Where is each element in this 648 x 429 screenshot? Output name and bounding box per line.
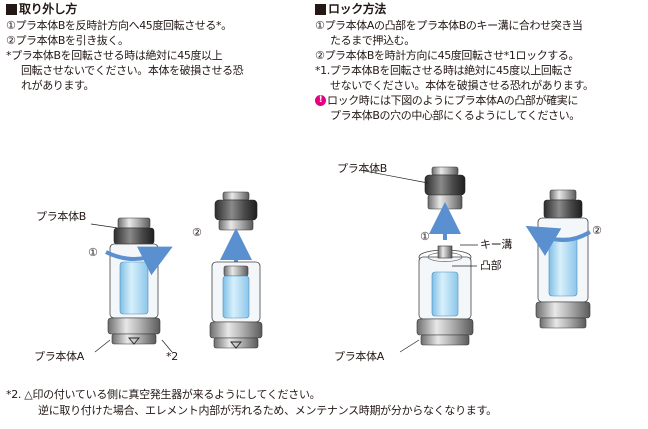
- leader-line: [161, 339, 173, 353]
- lock-heading-text: ロック方法: [328, 2, 387, 16]
- lock-note-line-1: *1.プラ本体Bを回転させる時は絶対に45度以上回転さ: [315, 64, 573, 77]
- lock-step-1-line-2: たるまで押込む。: [330, 34, 415, 47]
- removal-heading: 取り外し方: [6, 2, 306, 17]
- removal-step-2: ②プラ本体Bを引き抜く。: [6, 34, 129, 47]
- removal-section: 取り外し方 ①プラ本体Bを反時計方向へ45度回転させる*。 ②プラ本体Bを引き抜…: [6, 2, 306, 93]
- removal-heading-text: 取り外し方: [19, 2, 78, 16]
- leader-line: [399, 339, 420, 353]
- lock-caution-line-1: ロック時には下図のようにプラ本体Aの凸部が確実に: [327, 94, 578, 107]
- marker-1-right: ①: [420, 230, 430, 243]
- lock-step-1-line-1: ①プラ本体Aの凸部をプラ本体Bのキー溝に合わせ突き当: [315, 19, 583, 32]
- filter-key-groove: [364, 166, 478, 346]
- footnote-line-2: 逆に取り付けた場合、エレメント内部が汚れるため、メンテナンス時期が分からなくなり…: [38, 404, 497, 417]
- lock-heading: ロック方法: [315, 2, 645, 17]
- lock-caution-line-2: プラ本体Bの穴の中心部にくるようにしてください。: [330, 109, 580, 122]
- footnote: *2. △印の付いている側に真空発生器が来るようにしてください。 逆に取り付けた…: [6, 387, 646, 419]
- label-star2: *2: [166, 350, 178, 363]
- label-body-a-right: プラ本体A: [334, 350, 385, 363]
- label-body-b-left: プラ本体B: [36, 210, 87, 223]
- removal-note-line-1: *プラ本体Bを回転させる時は絶対に45度以上: [6, 49, 223, 62]
- filter-separated-left: [209, 191, 263, 349]
- lock-section: ロック方法 ①プラ本体Aの凸部をプラ本体Bのキー溝に合わせ突き当 たるまで押込む…: [315, 2, 645, 123]
- footnote-line-1: *2. △印の付いている側に真空発生器が来るようにしてください。: [6, 388, 321, 401]
- label-body-b-right: プラ本体B: [337, 162, 388, 175]
- heading-square-icon: [6, 4, 17, 15]
- caution-icon: !: [315, 95, 326, 106]
- lock-note-line-2: せないでください。本体を破損させる恐れがあります。: [330, 79, 594, 92]
- heading-square-icon: [315, 4, 326, 15]
- lock-step-2: ②プラ本体Bを時計方向に45度回転させ*1ロックする。: [315, 49, 580, 62]
- removal-note-line-3: れがあります。: [21, 79, 95, 92]
- lock-caution: ! ロック時には下図のようにプラ本体Aの凸部が確実に: [315, 93, 645, 108]
- label-protrusion: 凸部: [480, 259, 502, 272]
- leader-line: [94, 339, 111, 353]
- filter-assembled-right: [525, 189, 592, 329]
- marker-1-left: ①: [88, 246, 98, 259]
- marker-2-right: ②: [592, 224, 602, 237]
- marker-2-left: ②: [192, 226, 202, 239]
- label-body-a-left: プラ本体A: [34, 350, 85, 363]
- filter-assembled-left: [105, 217, 173, 345]
- leader-line: [90, 223, 119, 229]
- removal-note-line-2: 回転させないでください。本体を破損させる恐: [21, 64, 244, 77]
- removal-step-1: ①プラ本体Bを反時計方向へ45度回転させる*。: [6, 19, 232, 32]
- label-key-groove: キー溝: [480, 238, 513, 251]
